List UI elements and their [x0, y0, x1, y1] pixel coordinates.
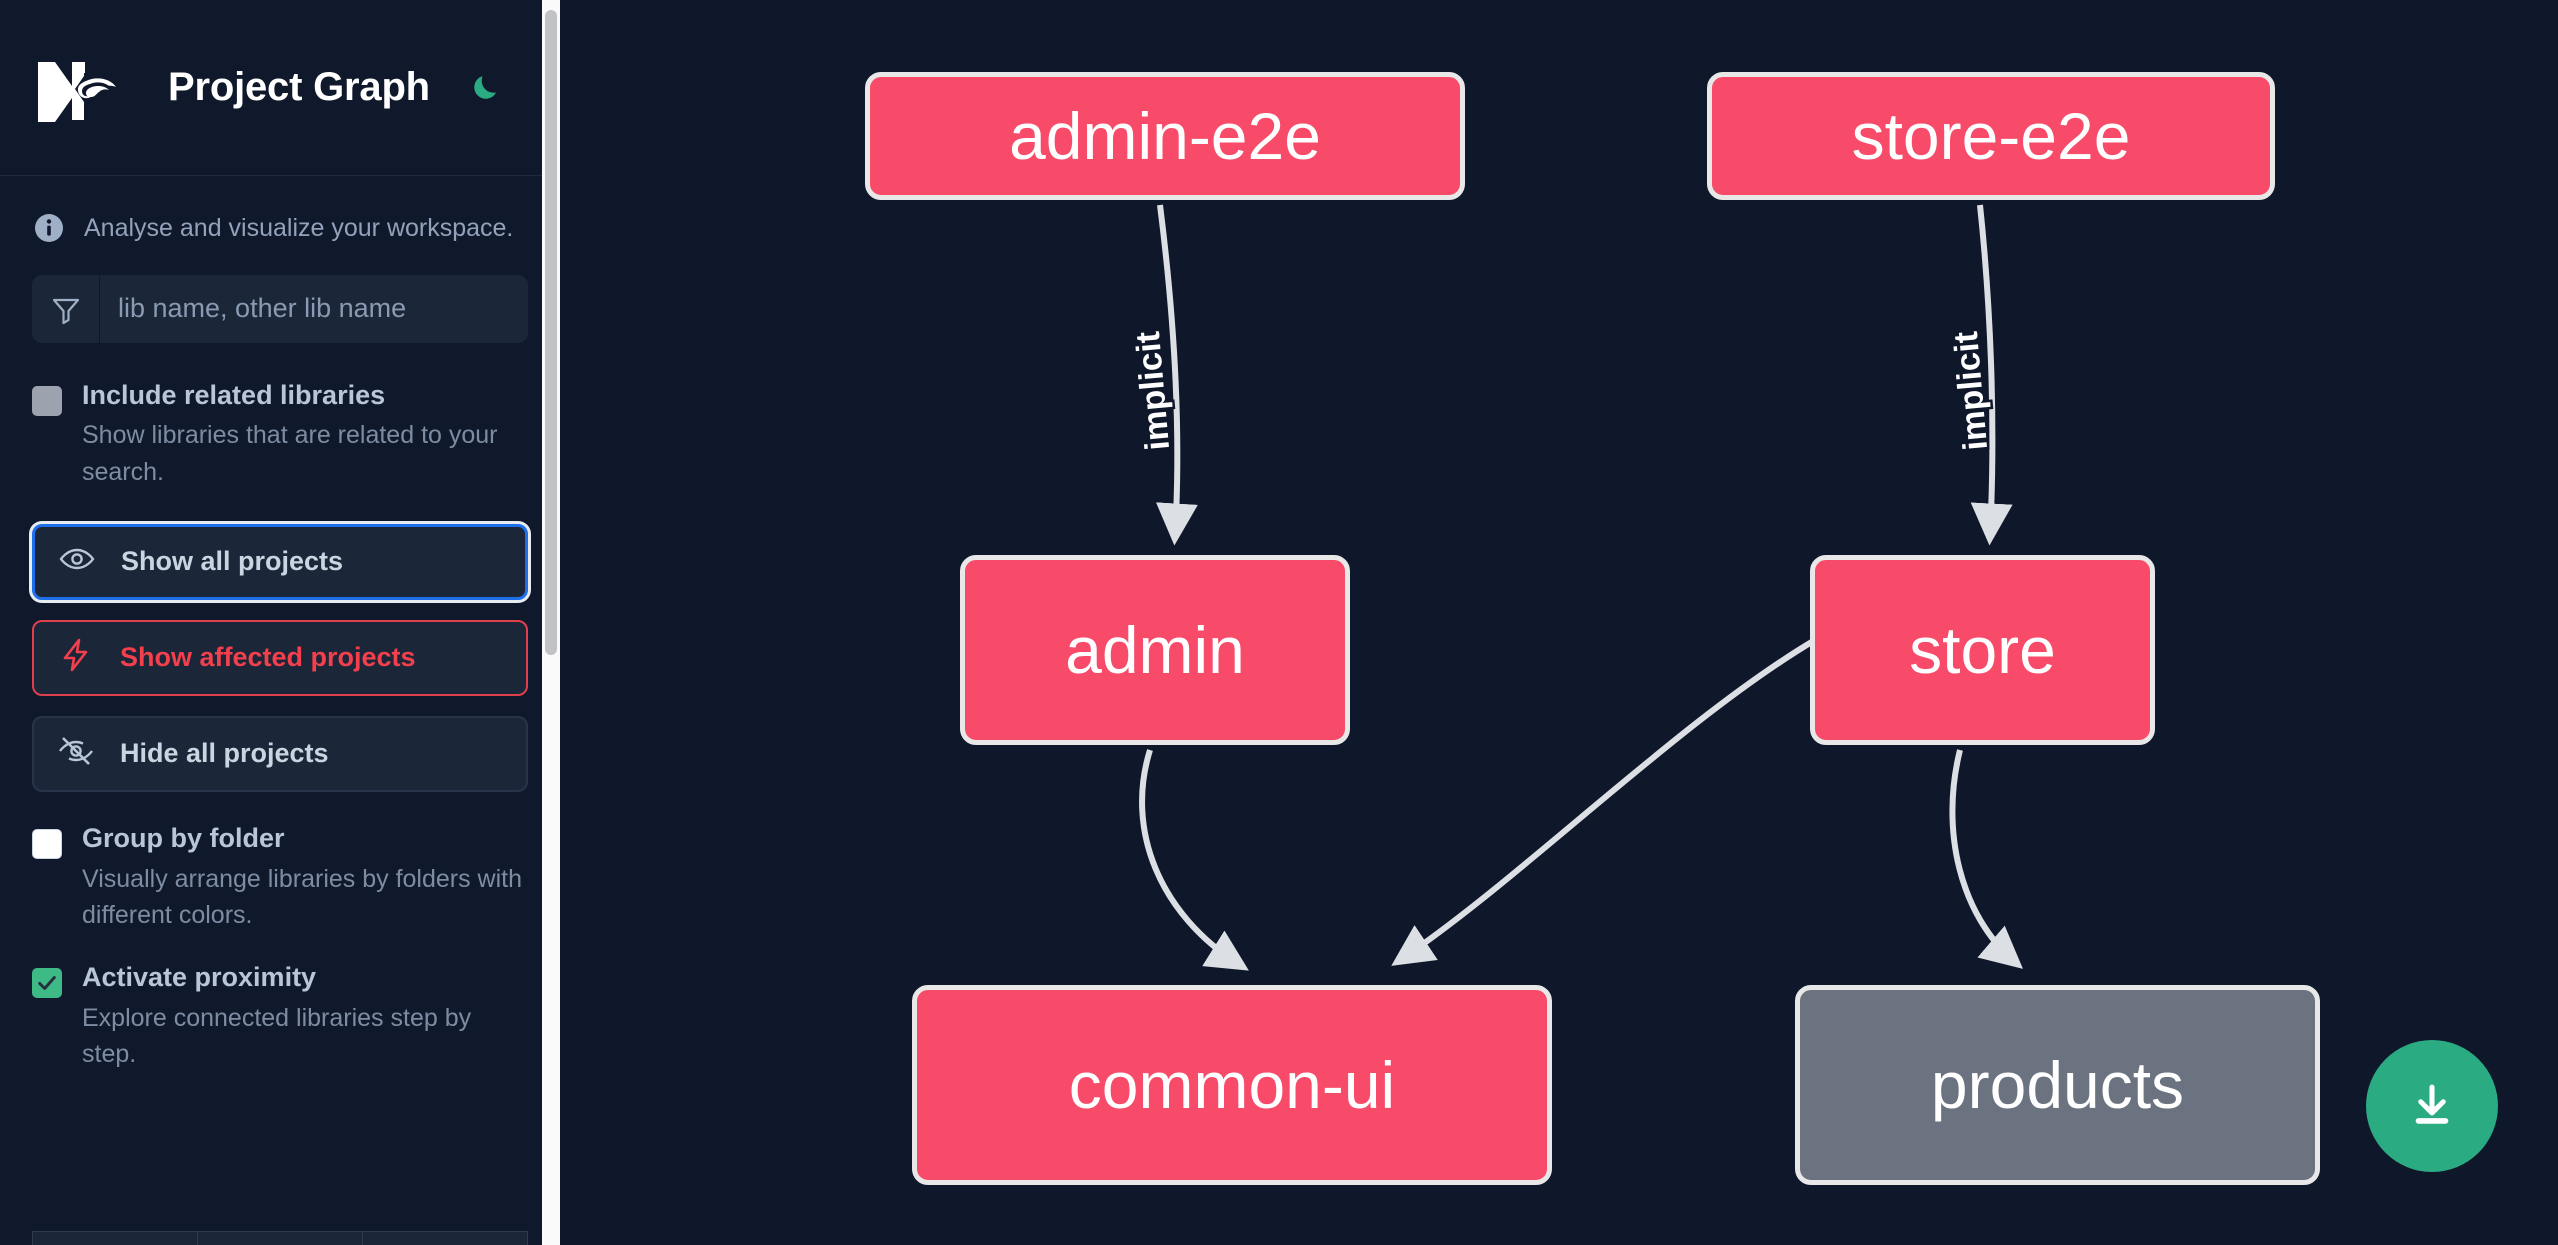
sidebar-scrollbar[interactable] — [542, 0, 560, 1245]
info-icon — [34, 213, 64, 243]
show-all-projects-button[interactable]: Show all projects — [32, 523, 528, 600]
graph-node-products[interactable]: products — [1795, 985, 2320, 1185]
lightning-icon — [58, 637, 94, 678]
group-by-folder-desc: Visually arrange libraries by folders wi… — [82, 864, 523, 929]
show-affected-projects-button[interactable]: Show affected projects — [32, 619, 528, 696]
proximity-stepper-segment[interactable] — [362, 1231, 528, 1245]
show-all-projects-label: Show all projects — [121, 546, 344, 577]
graph-node-admin[interactable]: admin — [960, 555, 1350, 745]
info-banner: Analyse and visualize your workspace. — [0, 176, 560, 275]
sidebar-header: Project Graph — [0, 0, 560, 176]
info-banner-text: Analyse and visualize your workspace. — [84, 214, 514, 242]
show-affected-projects-label: Show affected projects — [120, 642, 416, 673]
activate-proximity-desc: Explore connected libraries step by step… — [82, 1003, 472, 1068]
group-by-folder-checkbox[interactable] — [32, 828, 62, 859]
download-icon — [2405, 1077, 2459, 1136]
graph-node-label: store — [1909, 613, 2056, 687]
page-title: Project Graph — [168, 65, 430, 109]
sidebar-body: Include related libraries Show libraries… — [0, 274, 560, 1073]
sidebar: Project Graph Analyse and visualize your… — [0, 0, 560, 1245]
eye-icon — [59, 541, 95, 582]
graph-node-store[interactable]: store — [1810, 555, 2155, 745]
proximity-stepper-segment[interactable] — [32, 1231, 197, 1245]
graph-edges: implicit implicit — [1126, 204, 2023, 971]
graph-node-store-e2e[interactable]: store-e2e — [1707, 72, 2275, 200]
nx-logo-icon — [34, 54, 126, 122]
checkbox-row-activate-proximity[interactable]: Activate proximity Explore connected lib… — [32, 961, 528, 1072]
graph-node-label: store-e2e — [1851, 99, 2131, 173]
graph-node-label: admin — [1065, 613, 1245, 687]
edge-admin-e2e-admin — [1155, 204, 1198, 546]
proximity-stepper-segment[interactable] — [197, 1231, 362, 1245]
checkbox-row-include-related-libraries[interactable]: Include related libraries Show libraries… — [32, 379, 528, 490]
activate-proximity-checkbox[interactable] — [32, 968, 62, 998]
download-graph-button[interactable] — [2366, 1040, 2498, 1172]
graph-node-label: admin-e2e — [1009, 99, 1321, 173]
svg-text:implicit: implicit — [1129, 330, 1177, 452]
graph-node-admin-e2e[interactable]: admin-e2e — [865, 72, 1465, 200]
sidebar-scrollbar-thumb[interactable] — [545, 10, 557, 655]
graph-node-common-ui[interactable]: common-ui — [912, 985, 1552, 1185]
search-input[interactable] — [100, 274, 528, 343]
hide-all-projects-label: Hide all projects — [120, 738, 329, 769]
graph-canvas[interactable]: implicit implicit admin-e2e store-e2e ad… — [560, 0, 2558, 1245]
edge-store-common-ui — [1391, 637, 1817, 966]
graph-node-label: products — [1930, 1048, 2185, 1122]
check-icon — [38, 976, 56, 990]
edge-store-e2e-store — [1970, 204, 2013, 546]
eye-off-icon — [58, 733, 94, 774]
filter-icon — [32, 274, 100, 343]
filter-box[interactable] — [32, 274, 528, 343]
edge-store-products — [1949, 749, 2023, 969]
edge-admin-common-ui — [1139, 749, 1249, 971]
hide-all-projects-button[interactable]: Hide all projects — [32, 715, 528, 792]
proximity-stepper-group[interactable] — [32, 1231, 528, 1245]
graph-node-label: common-ui — [1068, 1048, 1396, 1122]
moon-icon[interactable] — [464, 65, 510, 111]
include-related-libraries-label: Include related libraries — [82, 379, 386, 410]
edge-label-implicit-admin: implicit — [1126, 328, 1179, 455]
checkbox-row-group-by-folder[interactable]: Group by folder Visually arrange librari… — [32, 822, 528, 933]
group-by-folder-label: Group by folder — [82, 822, 285, 853]
include-related-libraries-desc: Show libraries that are related to your … — [82, 421, 498, 486]
project-visibility-buttons: Show all projects Show affected projects — [32, 523, 528, 792]
activate-proximity-label: Activate proximity — [82, 962, 317, 992]
include-related-libraries-checkbox[interactable] — [32, 385, 62, 416]
